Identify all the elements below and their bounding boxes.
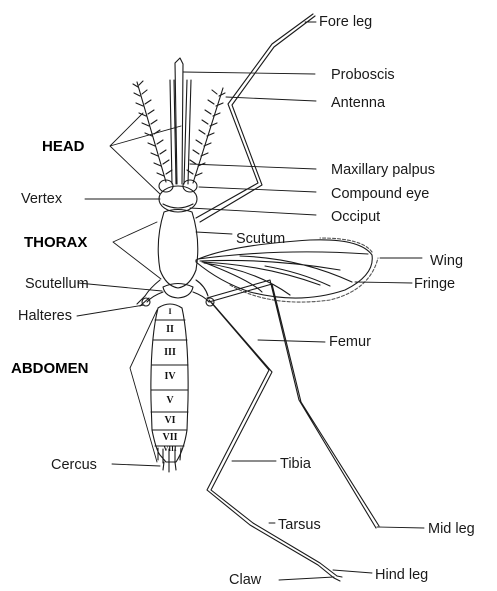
segment-label-7: VII bbox=[158, 433, 182, 443]
segment-label-2: II bbox=[158, 325, 182, 335]
label-halteres: Halteres bbox=[18, 309, 72, 324]
segment-label-6: VI bbox=[158, 416, 182, 426]
label-tibia: Tibia bbox=[280, 457, 311, 472]
scutellum bbox=[163, 284, 193, 299]
segment-label-5: V bbox=[158, 396, 182, 406]
compound-eye-right bbox=[183, 180, 197, 192]
label-compound-eye: Compound eye bbox=[331, 187, 429, 202]
section-label-thorax: THORAX bbox=[24, 235, 87, 250]
mid-leg bbox=[207, 280, 379, 528]
occiput-line bbox=[163, 204, 193, 208]
proboscis bbox=[175, 58, 183, 184]
wing bbox=[196, 240, 372, 298]
label-proboscis: Proboscis bbox=[331, 68, 395, 83]
label-mid-leg: Mid leg bbox=[428, 522, 475, 537]
antenna-left bbox=[133, 81, 172, 182]
label-wing: Wing bbox=[430, 254, 463, 269]
segment-label-1: I bbox=[158, 308, 182, 316]
cercus bbox=[163, 462, 176, 472]
label-antenna: Antenna bbox=[331, 96, 385, 111]
section-label-abdomen: ABDOMEN bbox=[11, 361, 89, 376]
label-scutum: Scutum bbox=[236, 232, 285, 247]
label-occiput: Occiput bbox=[331, 210, 380, 225]
label-cercus: Cercus bbox=[51, 458, 97, 473]
label-claw: Claw bbox=[229, 573, 261, 588]
label-fringe: Fringe bbox=[414, 277, 455, 292]
label-vertex: Vertex bbox=[21, 192, 62, 207]
segment-label-3: III bbox=[158, 348, 182, 358]
section-label-head: HEAD bbox=[42, 139, 85, 154]
antenna-right bbox=[187, 88, 225, 183]
label-scutellum: Scutellum bbox=[25, 277, 89, 292]
label-fore-leg: Fore leg bbox=[319, 15, 372, 30]
claw bbox=[334, 576, 342, 581]
thorax-scutum bbox=[158, 210, 198, 289]
label-femur: Femur bbox=[329, 335, 371, 350]
label-hind-leg: Hind leg bbox=[375, 568, 428, 583]
segment-label-4: IV bbox=[158, 372, 182, 382]
label-maxillary-palpus: Maxillary palpus bbox=[331, 163, 435, 178]
wing-veins bbox=[198, 252, 368, 295]
label-tarsus: Tarsus bbox=[278, 518, 321, 533]
maxillary-palpus-right bbox=[184, 80, 191, 184]
segment-label-8: VIII bbox=[158, 446, 182, 453]
